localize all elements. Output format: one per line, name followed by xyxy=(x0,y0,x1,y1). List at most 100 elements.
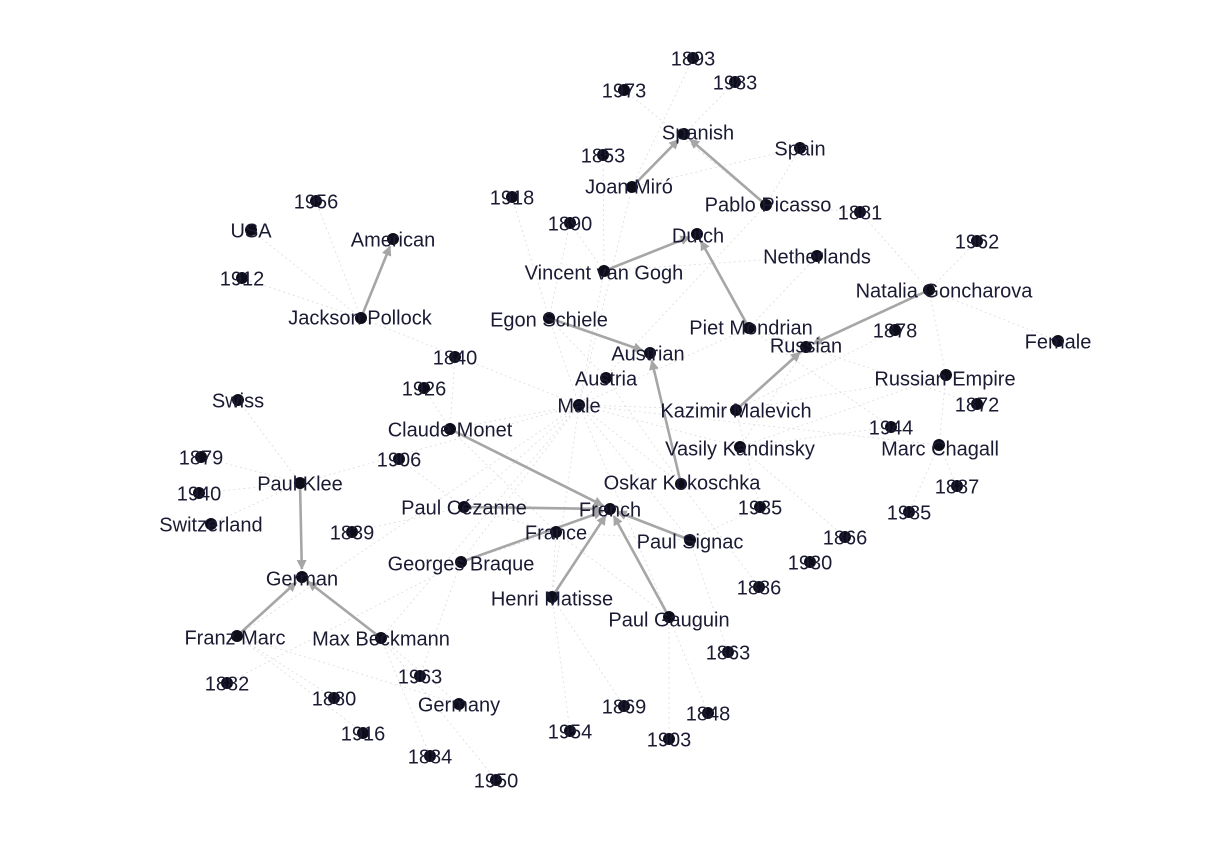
node-spanish[interactable]: Spanish xyxy=(662,122,734,144)
node-austria[interactable]: Austria xyxy=(575,368,638,390)
node-n1940[interactable]: 1940 xyxy=(177,483,222,505)
node-n1879[interactable]: 1879 xyxy=(179,447,224,469)
node-german[interactable]: German xyxy=(266,568,338,590)
node-max_beckmann[interactable]: Max Beckmann xyxy=(312,628,450,650)
node-n1918[interactable]: 1918 xyxy=(490,187,535,209)
link-joan_miro-n1893 xyxy=(631,57,694,188)
node-n1956[interactable]: 1956 xyxy=(294,191,339,213)
node-spain[interactable]: Spain xyxy=(774,138,825,160)
node-dot xyxy=(232,394,244,406)
node-dot xyxy=(675,478,687,490)
node-n1890[interactable]: 1890 xyxy=(548,213,593,235)
node-kazimir_malevich[interactable]: Kazimir Malevich xyxy=(660,400,811,422)
node-n1869[interactable]: 1869 xyxy=(602,696,647,718)
node-dutch[interactable]: Dutch xyxy=(672,225,724,247)
node-piet_mondrian[interactable]: Piet Mondrian xyxy=(689,317,812,339)
node-n1884[interactable]: 1884 xyxy=(408,746,453,768)
node-label: 1848 xyxy=(686,703,731,725)
node-n1863[interactable]: 1863 xyxy=(706,642,751,664)
node-n1872[interactable]: 1872 xyxy=(955,394,1000,416)
node-n1848[interactable]: 1848 xyxy=(686,703,731,725)
node-pablo_picasso[interactable]: Pablo Picasso xyxy=(705,194,832,216)
node-usa[interactable]: USA xyxy=(230,220,272,242)
node-label: 1893 xyxy=(671,48,716,70)
node-label: 1916 xyxy=(341,723,386,745)
node-jackson_pollock[interactable]: Jackson Pollock xyxy=(288,307,432,329)
node-n1903[interactable]: 1903 xyxy=(647,729,692,751)
node-n1983[interactable]: 1983 xyxy=(713,72,758,94)
node-n1985[interactable]: 1985 xyxy=(887,502,932,524)
node-label: American xyxy=(351,229,435,251)
node-paul_klee[interactable]: Paul Klee xyxy=(257,473,343,495)
node-n1882[interactable]: 1882 xyxy=(205,673,250,695)
link-vasily_kandinsky-n1866 xyxy=(739,446,846,538)
node-austrian[interactable]: Austrian xyxy=(611,343,684,365)
node-paul_gauguin[interactable]: Paul Gauguin xyxy=(608,609,729,631)
node-germany[interactable]: Germany xyxy=(418,694,500,716)
node-dot xyxy=(550,526,562,538)
node-n1880[interactable]: 1880 xyxy=(312,688,357,710)
link-henri_matisse-n1869 xyxy=(551,596,625,707)
node-n1866[interactable]: 1866 xyxy=(823,527,868,549)
arrow-jackson_pollock-to-american xyxy=(359,245,392,319)
node-claude_monet[interactable]: Claude Monet xyxy=(388,419,513,441)
link-paul_gauguin-france xyxy=(555,531,670,618)
node-n1935[interactable]: 1935 xyxy=(738,497,783,519)
arrow-paul_klee-to-german xyxy=(296,482,307,571)
node-n1916[interactable]: 1916 xyxy=(341,723,386,745)
node-swiss[interactable]: Swiss xyxy=(212,390,264,412)
node-n1839[interactable]: 1839 xyxy=(330,522,375,544)
node-n1887[interactable]: 1887 xyxy=(935,476,980,498)
node-n1912[interactable]: 1912 xyxy=(220,268,265,290)
node-n1881[interactable]: 1881 xyxy=(838,202,883,224)
node-french[interactable]: French xyxy=(579,499,641,521)
node-n1954[interactable]: 1954 xyxy=(548,721,593,743)
node-georges_braque[interactable]: Georges Braque xyxy=(388,553,535,575)
node-female[interactable]: Female xyxy=(1025,331,1092,353)
node-n1973[interactable]: 1973 xyxy=(602,80,647,102)
arrow-vincent_van_gogh-to-dutch xyxy=(603,235,691,273)
node-n1878[interactable]: 1878 xyxy=(873,320,918,342)
node-n1893[interactable]: 1893 xyxy=(671,48,716,70)
node-oskar_kokoschka[interactable]: Oskar Kokoschka xyxy=(604,472,762,494)
node-netherlands[interactable]: Netherlands xyxy=(763,246,871,268)
node-n1950[interactable]: 1950 xyxy=(474,770,519,792)
arrow-pablo_picasso-to-spanish xyxy=(689,138,767,206)
node-n1840[interactable]: 1840 xyxy=(433,347,478,369)
node-n1962[interactable]: 1962 xyxy=(955,231,1000,253)
node-franz_marc[interactable]: Franz Marc xyxy=(184,627,285,649)
node-label: France xyxy=(525,522,587,544)
node-switzerland[interactable]: Switzerland xyxy=(159,514,262,536)
link-vincent_van_gogh-n1853 xyxy=(602,154,605,272)
node-label: French xyxy=(579,499,641,521)
node-egon_schiele[interactable]: Egon Schiele xyxy=(490,309,608,331)
node-france[interactable]: France xyxy=(525,522,587,544)
node-paul_signac[interactable]: Paul Signac xyxy=(637,531,744,553)
node-vasily_kandinsky[interactable]: Vasily Kandinsky xyxy=(665,438,815,460)
node-american[interactable]: American xyxy=(351,229,435,251)
node-n1944[interactable]: 1944 xyxy=(869,417,914,439)
node-natalia_goncharova[interactable]: Natalia Goncharova xyxy=(856,280,1034,302)
node-joan_miro[interactable]: Joan Miró xyxy=(585,176,673,198)
node-marc_chagall[interactable]: Marc Chagall xyxy=(881,438,999,460)
node-dot xyxy=(543,312,555,324)
node-vincent_van_gogh[interactable]: Vincent van Gogh xyxy=(525,262,684,284)
node-dot xyxy=(455,556,467,568)
node-n1886[interactable]: 1886 xyxy=(737,577,782,599)
node-n1906[interactable]: 1906 xyxy=(377,449,422,471)
node-male[interactable]: Male xyxy=(557,395,600,417)
node-russian_empire[interactable]: Russian Empire xyxy=(874,368,1015,390)
node-n1963[interactable]: 1963 xyxy=(398,666,443,688)
node-n1930[interactable]: 1930 xyxy=(788,552,833,574)
node-russian[interactable]: Russian xyxy=(770,335,842,357)
node-dot xyxy=(393,453,405,465)
node-paul_cezanne[interactable]: Paul Cézanne xyxy=(401,497,527,519)
node-n1853[interactable]: 1853 xyxy=(581,145,626,167)
node-dot xyxy=(414,670,426,682)
node-label: 1950 xyxy=(474,770,519,792)
node-dot xyxy=(387,233,399,245)
node-label: 1884 xyxy=(408,746,453,768)
node-n1926[interactable]: 1926 xyxy=(402,378,447,400)
node-henri_matisse[interactable]: Henri Matisse xyxy=(491,588,613,610)
